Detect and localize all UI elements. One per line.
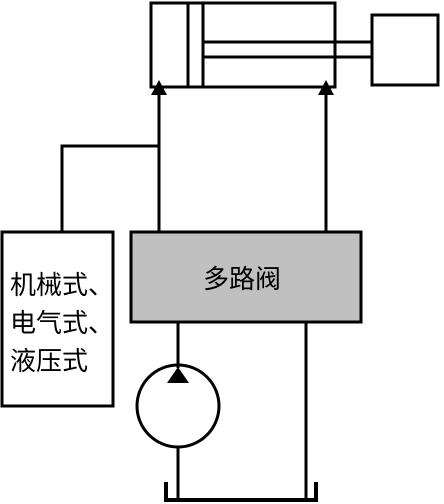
tank-icon [164,482,318,502]
valve-label: 多路阀 [203,265,281,295]
control-signal-line [60,144,159,232]
control-line-3: 液压式 [10,347,88,377]
control-line-1: 机械式、 [10,271,114,301]
multiway-valve [129,230,363,324]
load-block [370,13,440,87]
cylinder-barrel [149,1,337,89]
pump-arrow-icon [167,367,189,383]
port-arrow-left [151,80,167,95]
port-arrow-right [318,80,334,95]
control-line-2: 电气式、 [10,309,114,339]
control-type-box [0,230,115,408]
